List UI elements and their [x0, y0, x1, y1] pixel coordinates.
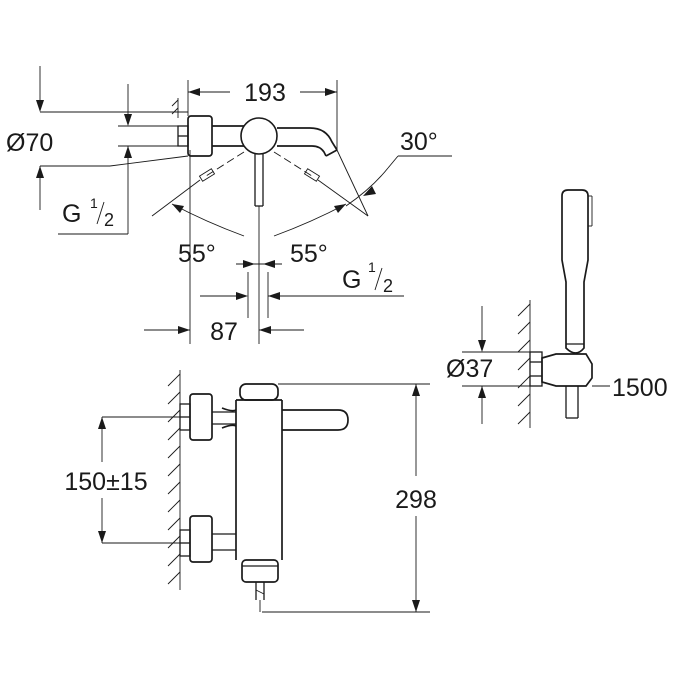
- dim-angles-55: 55° 55°: [171, 203, 347, 268]
- label-inlet-bottom-den: 2: [383, 276, 393, 296]
- hand-shower-handset: [561, 189, 593, 354]
- dim-diameter-37: Ø37: [446, 306, 530, 424]
- label-inlet-bottom-num: 1: [368, 259, 376, 275]
- hand-shower-wall: [517, 300, 531, 428]
- label-inlet-left-num: 1: [90, 195, 98, 211]
- label-hose-length: 1500: [612, 374, 668, 402]
- label-inlet-left-den: 2: [104, 210, 114, 230]
- top-view-wall: [171, 98, 179, 118]
- dim-height-298: 298: [262, 383, 437, 613]
- hand-shower-view: Ø37 1500: [446, 189, 668, 428]
- front-view: 150±15 298: [64, 370, 437, 613]
- label-offset: 87: [210, 318, 238, 346]
- hand-shower-hose: [565, 385, 610, 419]
- label-height: 298: [395, 486, 437, 514]
- front-view-wall: [167, 370, 181, 590]
- dim-angle-30: 30°: [345, 128, 452, 207]
- dim-inlet-left: G 1 2: [58, 84, 178, 235]
- label-angle-left: 55°: [178, 240, 216, 268]
- label-diameter-70: Ø70: [6, 129, 53, 157]
- dim-hose-1500: 1500: [612, 374, 668, 402]
- dim-diameter-70: Ø70: [6, 66, 189, 210]
- label-angle-right: 55°: [290, 240, 328, 268]
- label-angle-30: 30°: [400, 128, 438, 156]
- top-view: 193 Ø70 G 1 2: [6, 66, 452, 346]
- front-lower-connection: [179, 515, 236, 563]
- label-center-distance: 150±15: [64, 468, 147, 496]
- label-diameter-37: Ø37: [446, 355, 493, 383]
- dim-offset-87: 87: [144, 150, 304, 346]
- dim-width-193: 193: [187, 79, 338, 150]
- front-mixer-body: [235, 383, 349, 612]
- dim-center-150: 150±15: [64, 416, 190, 544]
- label-inlet-left-letter: G: [62, 200, 81, 228]
- label-inlet-bottom-letter: G: [342, 266, 361, 294]
- label-width: 193: [244, 79, 286, 107]
- top-view-mixer: [151, 115, 369, 270]
- hand-shower-holder: [529, 351, 593, 387]
- dim-inlet-bottom: G 1 2: [200, 259, 404, 318]
